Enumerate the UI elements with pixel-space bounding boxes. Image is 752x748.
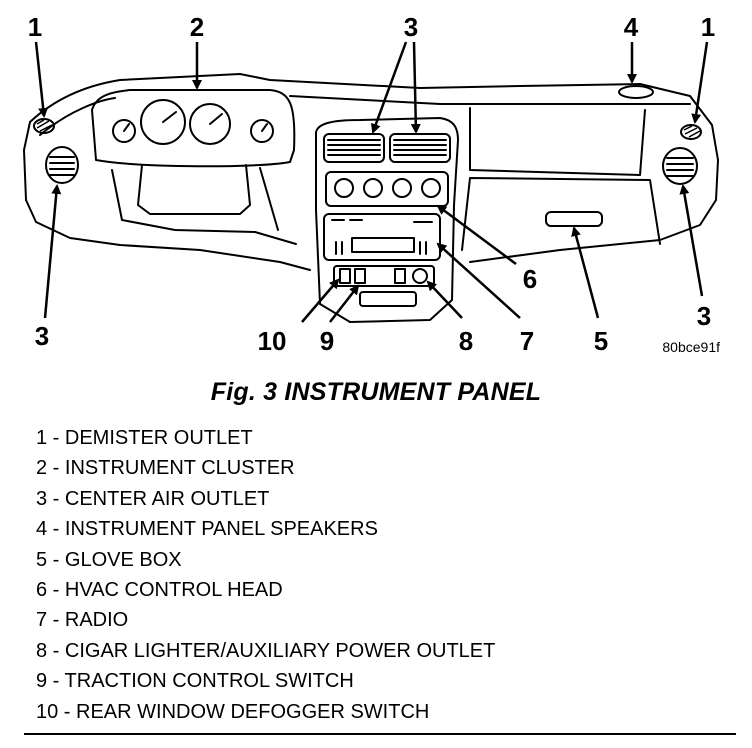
callout-label: 5 [594,326,608,356]
switch-row [333,265,435,287]
callout-label: 8 [459,326,473,356]
gauge-needles [123,111,268,132]
leader-3-top-a [371,41,408,134]
callout-label: 1 [28,12,42,42]
center-vent-right [389,133,451,163]
figure-caption: Fig. 3 INSTRUMENT PANEL [210,378,542,406]
console-tray [359,291,417,307]
callout-label: 3 [697,301,711,331]
legend-item: 4 - INSTRUMENT PANEL SPEAKERS [36,518,378,541]
leader-7 [436,242,521,319]
hvac-knob-2 [363,178,383,198]
speaker-grille [618,85,654,99]
legend-item: 2 - INSTRUMENT CLUSTER [36,457,295,480]
radio-display [351,237,415,253]
leader-10 [301,278,340,323]
callout-label: 2 [190,12,204,42]
legend-item: 8 - CIGAR LIGHTER/AUXILIARY POWER OUTLET [36,639,496,662]
bottom-rule [24,733,736,735]
image-code: 80bce91f [662,339,720,355]
hvac-knob-1 [334,178,354,198]
mid-switch [394,268,406,284]
radio-buttons [331,219,433,255]
dashboard-left-end [23,121,311,271]
leader-6 [436,204,517,266]
legend-item: 5 - GLOVE BOX [36,548,182,571]
cigar-lighter [412,268,428,284]
leader-9 [329,284,360,323]
hvac-control-panel [325,171,449,207]
callout-label: 3 [404,12,418,42]
leader-3-top-b [410,41,421,134]
leader-8 [426,280,463,319]
legend-item: 9 - TRACTION CONTROL SWITCH [36,670,354,693]
callout-label: 6 [523,264,537,294]
cluster-hood [91,89,296,168]
dashboard-right-end [469,124,719,263]
leader-1-right [691,41,709,124]
demister-hatching [36,119,701,138]
legend-item: 3 - CENTER AIR OUTLET [36,487,270,510]
glove-box-outline [461,177,661,251]
dash-knee-panel [111,167,297,245]
gauge-tachometer [189,103,231,145]
legend-list: 1 - DEMISTER OUTLET 2 - INSTRUMENT CLUST… [36,423,495,727]
leader-3-left [43,184,62,319]
gauge-right [250,119,274,143]
steering-column [137,164,251,215]
hvac-knob-4 [421,178,441,198]
legend-item: 1 - DEMISTER OUTLET [36,427,253,449]
side-vent-left [45,146,79,184]
instrument-panel-diagram: 1 2 3 4 1 3 3 10 9 8 7 6 5 80bce91f [23,12,720,356]
dashboard-top-edge [29,73,713,126]
side-vent-left-louvers [49,156,75,176]
leader-3-right [679,184,704,297]
side-vent-right [662,147,698,185]
center-vent-left [323,133,385,163]
defogger-switch [339,268,351,284]
side-vent-right-louvers [666,157,694,177]
center-stack [315,117,459,323]
callout-label: 1 [701,12,715,42]
gauge-left [112,119,136,143]
legend-item: 7 - RADIO [36,609,129,632]
callout-label: 9 [320,326,334,356]
leader-1-left [34,41,49,118]
dashboard-brow-line [39,95,691,136]
hvac-knob-3 [392,178,412,198]
glove-box-latch [545,211,603,227]
traction-switch [354,268,366,284]
gauge-speedometer [140,99,186,145]
leader-5 [571,226,600,319]
callout-label: 3 [35,321,49,351]
center-vent-louvers [327,139,447,156]
legend-item: 6 - HVAC CONTROL HEAD [36,578,283,601]
demister-right [680,124,702,140]
passenger-panel-upper [469,107,646,176]
legend-item: 10 - REAR WINDOW DEFOGGER SWITCH [36,700,430,723]
radio-body [323,213,441,261]
demister-left [33,118,55,134]
callout-label: 4 [624,12,639,42]
callout-label: 10 [258,326,287,356]
callout-label: 7 [520,326,534,356]
